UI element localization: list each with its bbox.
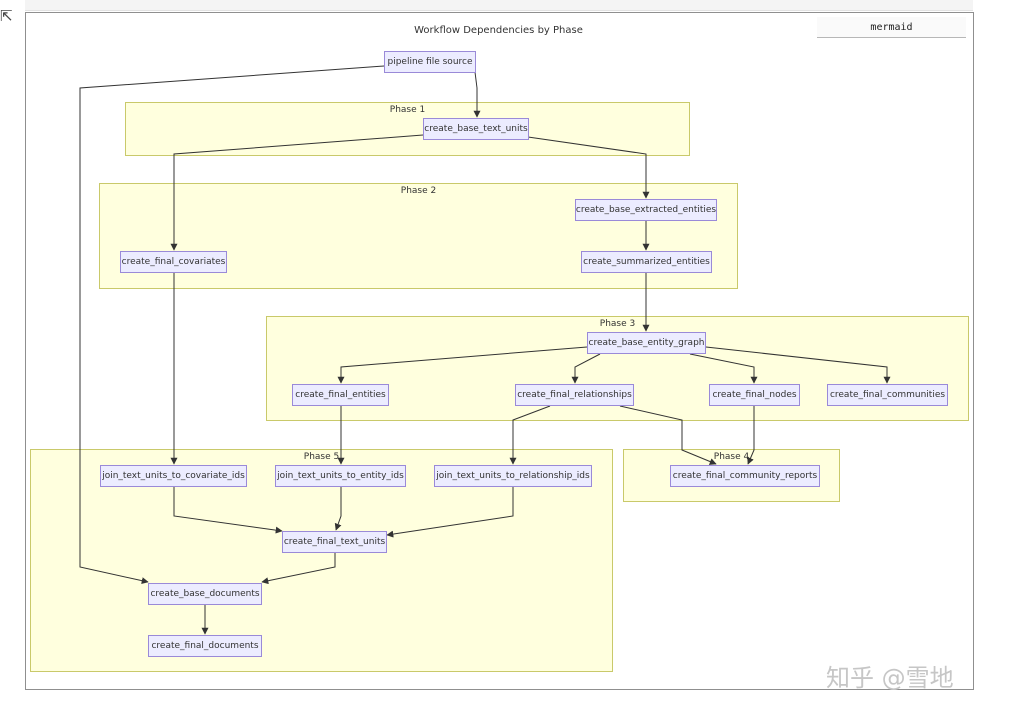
node-join-text-units-to-covariate-ids: join_text_units_to_covariate_ids [100,465,247,487]
edge-entity-graph-to-final-nodes [689,353,758,384]
zhihu-watermark: 知乎 @雪地 [826,664,954,692]
node-create-final-communities: create_final_communities [827,384,948,406]
node-pipeline-file-source: pipeline file source [384,51,476,73]
diagram-title: Workflow Dependencies by Phase [414,25,583,36]
mouse-cursor-icon: ⇱ [0,7,13,25]
node-create-base-documents: create_base_documents [148,583,262,605]
node-join-text-units-to-entity-ids: join_text_units_to_entity_ids [275,465,406,487]
phase-4-label: Phase 4 [713,452,750,462]
node-create-base-extracted-entities: create_base_extracted_entities [575,199,717,221]
node-create-summarized-entities: create_summarized_entities [581,251,712,273]
node-create-final-community-reports: create_final_community_reports [670,465,820,487]
node-create-final-text-units: create_final_text_units [282,531,387,553]
edge-base-text-units-to-final-covariates [170,134,424,251]
phase-3-label: Phase 3 [599,319,636,329]
node-create-final-relationships: create_final_relationships [515,384,634,406]
node-create-base-entity-graph: create_base_entity_graph [587,332,706,354]
edge-final-relationships-to-join-relationship [509,405,551,465]
edge-join-entity-to-text-units [334,487,342,531]
edge-join-covariate-to-text-units [173,487,283,534]
top-toolbar-strip [25,0,973,11]
edge-text-units-to-base-documents [261,553,336,585]
edge-entity-graph-to-final-entities [337,346,588,384]
node-create-final-nodes: create_final_nodes [709,384,800,406]
node-create-base-text-units: create_base_text_units [423,118,529,140]
node-create-final-documents: create_final_documents [148,635,262,657]
phase-1-label: Phase 1 [389,105,426,115]
edge-base-text-units-to-base-extracted-entities [527,136,650,199]
phase-2-label: Phase 2 [400,186,437,196]
node-join-text-units-to-relationship-ids: join_text_units_to_relationship_ids [434,465,592,487]
edge-final-nodes-to-community-reports [747,406,755,465]
edge-entity-graph-to-final-communities [705,346,891,384]
phase-5-label: Phase 5 [303,452,340,462]
edge-final-relationships-to-community-reports [619,405,717,465]
edge-entity-graph-to-final-relationships [571,353,601,384]
mermaid-language-tag: mermaid [817,17,966,38]
node-create-final-entities: create_final_entities [292,384,389,406]
edge-source-to-base-text-units [473,71,481,118]
edge-source-to-base-documents [79,65,385,585]
edge-join-relationship-to-text-units [386,487,514,538]
node-create-final-covariates: create_final_covariates [120,251,227,273]
